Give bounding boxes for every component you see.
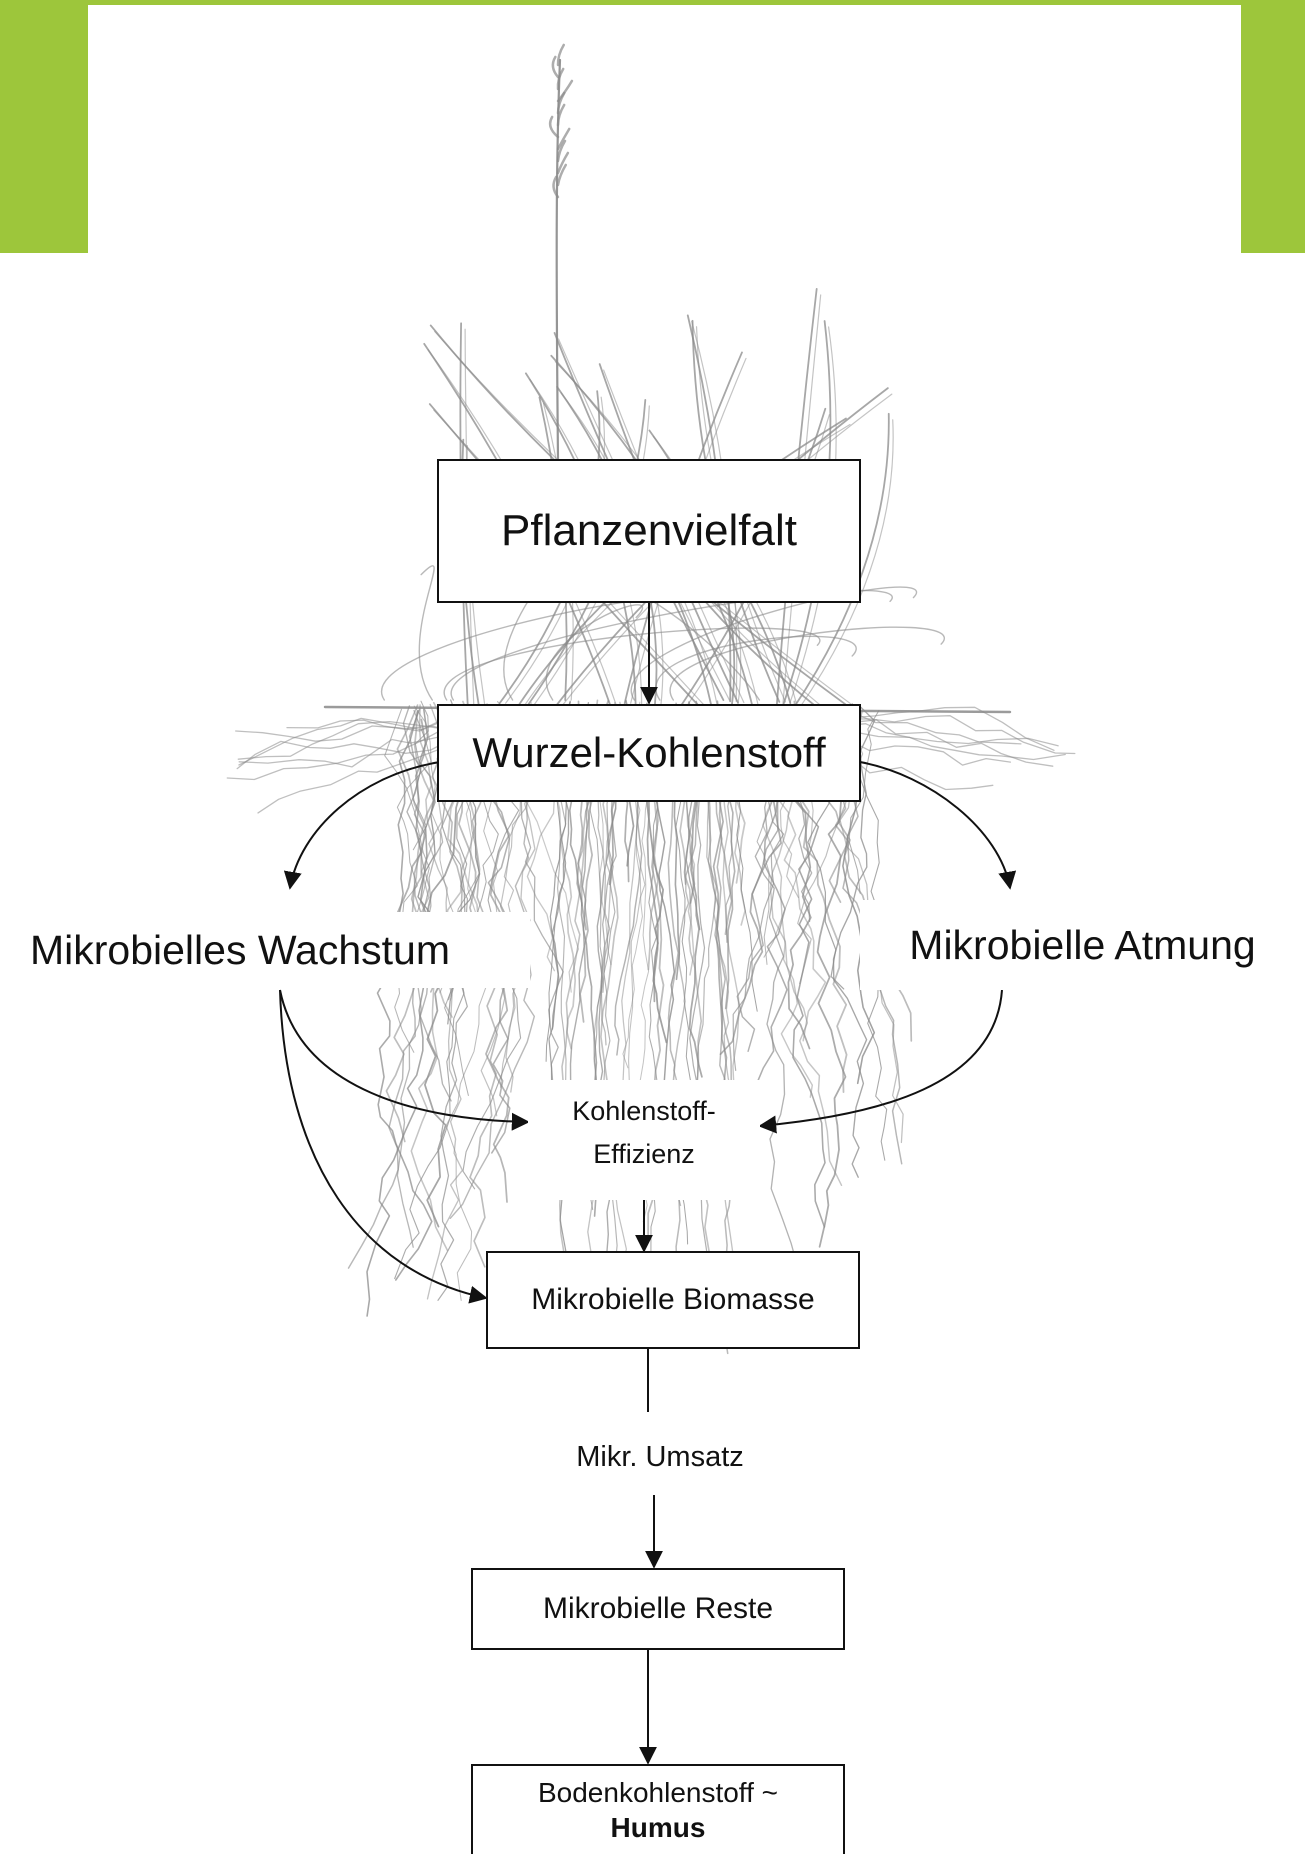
- node-mikrobielle-reste: Mikrobielle Reste: [471, 1568, 845, 1650]
- node-mikrobielle-biomasse: Mikrobielle Biomasse: [486, 1251, 860, 1349]
- arrow-wurzel-to-atmung: [860, 762, 1010, 888]
- effizienz-line-2: Effizienz: [528, 1133, 760, 1176]
- node-pflanzenvielfalt: Pflanzenvielfalt: [437, 459, 861, 603]
- node-biomasse-label: Mikrobielle Biomasse: [531, 1283, 814, 1317]
- label-mikrobielles-wachstum: Mikrobielles Wachstum: [22, 912, 530, 988]
- node-humus-line-1: Bodenkohlenstoff ~: [538, 1775, 778, 1810]
- node-wurzel-kohlenstoff: Wurzel-Kohlenstoff: [437, 704, 861, 802]
- label-kohlenstoff-effizienz: Kohlenstoff- Effizienz: [528, 1080, 760, 1200]
- node-pflanzenvielfalt-label: Pflanzenvielfalt: [501, 506, 797, 556]
- arrow-atmung-to-effizienz: [760, 990, 1002, 1126]
- label-mikr-umsatz: Mikr. Umsatz: [530, 1432, 790, 1482]
- label-mikrobielle-atmung: Mikrobielle Atmung: [860, 900, 1305, 990]
- node-wurzel-label: Wurzel-Kohlenstoff: [472, 729, 825, 777]
- node-humus-line-2: Humus: [611, 1810, 706, 1845]
- node-reste-label: Mikrobielle Reste: [543, 1592, 773, 1626]
- effizienz-line-1: Kohlenstoff-: [528, 1090, 760, 1133]
- node-bodenkohlenstoff-humus: Bodenkohlenstoff ~ Humus: [471, 1764, 845, 1854]
